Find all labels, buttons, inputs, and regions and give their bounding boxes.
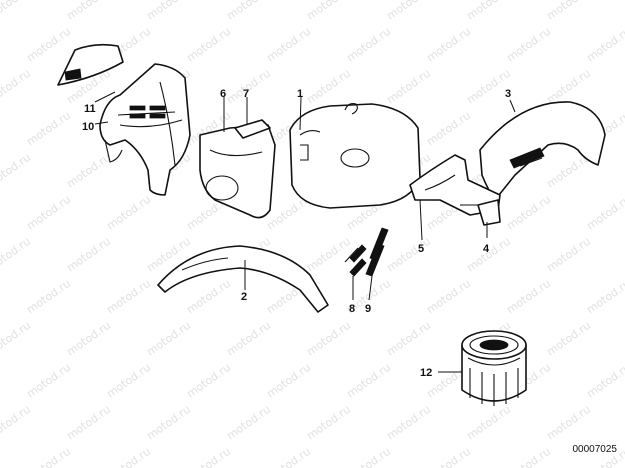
part-4-mount[interactable] [477,199,501,226]
watermark-text: motod.ru [424,445,473,468]
watermark-text: motod.ru [504,25,553,65]
part-2-front-fender[interactable] [157,245,329,313]
part-9-decal[interactable] [365,227,389,277]
callout-7: 7 [243,88,249,100]
watermark-text: motod.ru [264,361,313,401]
watermark-text: motod.ru [544,403,593,443]
watermark-text: motod.ru [64,151,113,191]
watermark-text: motod.ru [144,0,193,22]
watermark-text: motod.ru [0,319,33,359]
watermark-text: motod.ru [184,445,233,468]
watermark-text: motod.ru [104,361,153,401]
watermark-text: motod.ru [464,67,513,107]
watermark-text: motod.ru [0,151,33,191]
watermark-text: motod.ru [264,445,313,468]
watermark-text: motod.ru [224,319,273,359]
watermark-text: motod.ru [144,403,193,443]
callout-4: 4 [483,243,490,255]
callout-3: 3 [505,88,511,100]
diagram-code: 00007025 [572,444,618,455]
callout-12: 12 [420,367,432,379]
watermark-text: motod.ru [384,67,433,107]
watermark-text: motod.ru [544,0,593,22]
watermark-text: motod.ru [584,25,625,65]
watermark-text: motod.ru [104,277,153,317]
watermark-text: motod.ru [424,25,473,65]
watermark-text: motod.ru [304,67,353,107]
watermark-text: motod.ru [384,403,433,443]
part-3-rear-fender[interactable] [479,101,606,201]
callout-8: 8 [349,303,355,315]
watermark-text: motod.ru [544,319,593,359]
watermark-text: motod.ru [384,0,433,22]
part-7-trim[interactable] [234,119,271,139]
watermark-text: motod.ru [0,0,33,22]
watermark-text: motod.ru [184,277,233,317]
watermark-text: motod.ru [184,25,233,65]
callout-6: 6 [220,88,226,100]
watermark-text: motod.ru [384,235,433,275]
watermark-text: motod.ru [544,67,593,107]
watermark-text: motod.ru [224,0,273,22]
watermark-text: motod.ru [584,361,625,401]
watermark-text: motod.ru [24,277,73,317]
part-10-fairing[interactable] [99,63,191,196]
watermark-text: motod.ru [424,109,473,149]
part-6-inner-fairing[interactable] [199,124,276,219]
watermark-text: motod.ru [224,403,273,443]
callout-11: 11 [84,103,96,115]
watermark-text: motod.ru [344,445,393,468]
part-11-panel[interactable] [57,43,124,86]
watermark-text: motod.ru [504,277,553,317]
watermark-text: motod.ru [584,277,625,317]
watermark-text: motod.ru [264,25,313,65]
watermark-text: motod.ru [64,319,113,359]
watermark-text: motod.ru [0,67,33,107]
watermark-text: motod.ru [304,235,353,275]
watermark-text: motod.ru [304,403,353,443]
watermark-text: motod.ru [104,445,153,468]
watermark-text: motod.ru [504,445,553,468]
watermark-text: motod.ru [24,109,73,149]
watermark-text: motod.ru [144,319,193,359]
watermark-text: motod.ru [24,193,73,233]
watermark-text: motod.ru [64,403,113,443]
watermark-text: motod.ru [24,361,73,401]
watermark-text: motod.ru [344,361,393,401]
watermark-text: motod.ru [384,319,433,359]
watermark-text: motod.ru [584,193,625,233]
watermark-text: motod.ru [224,67,273,107]
part-1-fuel-tank[interactable] [289,103,421,209]
watermark-text: motod.ru [424,277,473,317]
part-8-decal[interactable] [344,244,367,277]
callout-2: 2 [241,291,247,303]
watermark-text: motod.ru [464,0,513,22]
watermark-text: motod.ru [0,235,33,275]
watermark-text: motod.ru [64,0,113,22]
watermark-text: motod.ru [504,193,553,233]
watermark-text: motod.ru [184,361,233,401]
callout-1: 1 [297,88,303,100]
callout-labels: 11 10 6 7 1 3 5 4 2 8 9 12 [82,88,511,379]
watermark-text: motod.ru [544,235,593,275]
watermark-text: motod.ru [304,319,353,359]
watermark-text: motod.ru [344,25,393,65]
callout-9: 9 [365,303,371,315]
watermark-text: motod.ru [24,25,73,65]
part-12-filter[interactable] [461,330,527,406]
callout-5: 5 [418,243,424,255]
watermark-text: motod.ru [24,445,73,468]
watermark-text: motod.ru [304,0,353,22]
watermark-text: motod.ru [64,235,113,275]
callout-10: 10 [82,121,94,133]
watermark-text: motod.ru [464,403,513,443]
leader-lines [94,91,516,373]
watermark-text: motod.ru [0,403,33,443]
watermark-text: motod.ru [104,193,153,233]
